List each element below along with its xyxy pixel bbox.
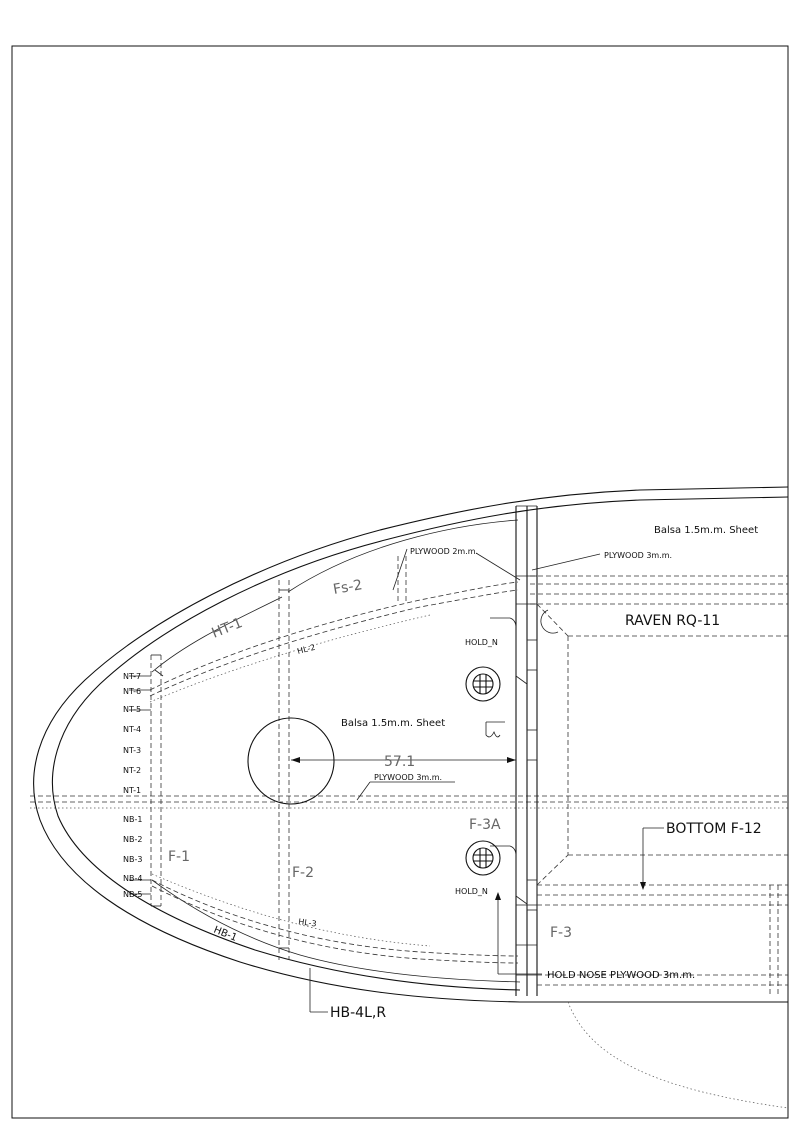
label-plywood-3mm-top: PLYWOOD 3m.m.: [604, 551, 672, 560]
label-hold-nose: HOLD NOSE PLYWOOD 3m.m.: [547, 970, 695, 981]
label-f3: F-3: [550, 925, 572, 941]
label-bottom-f12: BOTTOM F-12: [666, 821, 762, 837]
former-f2: [278, 580, 290, 960]
label-balsa-mid: Balsa 1.5m.m. Sheet: [341, 718, 445, 729]
hold-bolt-top: [465, 666, 501, 702]
label-fs2: Fs-2: [332, 577, 364, 598]
station-label: NT-5: [123, 705, 141, 714]
label-f1: F-1: [168, 849, 190, 865]
label-plywood-3mm-mid: PLYWOOD 3m.m.: [374, 773, 442, 782]
label-hl3: HL-3: [298, 917, 317, 928]
label-plywood-2mm: PLYWOOD 2m.m.: [410, 547, 478, 556]
lower-fairing-curve: [567, 1001, 789, 1109]
station-label: NB-2: [123, 835, 142, 844]
hold-nose-brackets: [490, 617, 528, 905]
lightening-hole: [247, 717, 335, 805]
station-label: NB-4: [123, 874, 142, 883]
station-label: NT-6: [123, 687, 141, 696]
label-f3a: F-3A: [469, 817, 501, 833]
station-label: NT-7: [123, 672, 141, 681]
payload-bay: [536, 603, 788, 996]
label-hold-n-top: HOLD_N: [465, 638, 498, 647]
station-label: NT-1: [123, 786, 141, 795]
centerline-band: [30, 795, 788, 809]
label-ht1: HT-1: [210, 615, 245, 642]
hold-bolt-bottom: [465, 840, 501, 876]
outer-hull-outline: [33, 486, 789, 1003]
station-label: NT-4: [123, 725, 141, 734]
station-label: NT-3: [123, 746, 141, 755]
label-hl2: HL-2: [296, 643, 316, 656]
dimension-57-1: [291, 757, 516, 763]
label-hb1: HB-1: [212, 925, 239, 944]
inner-skin-lines: [151, 519, 521, 983]
label-hold-n-bottom: HOLD_N: [455, 887, 488, 896]
label-f2: F-2: [292, 865, 314, 881]
label-hb4: HB-4L,R: [330, 1005, 386, 1021]
leader-lines: [129, 548, 664, 1013]
former-f1: [150, 654, 162, 907]
station-label: NB-3: [123, 855, 142, 864]
drawing-frame: [11, 45, 789, 1119]
station-label: NB-5: [123, 890, 142, 899]
label-raven: RAVEN RQ-11: [625, 613, 720, 629]
former-fs2: [397, 556, 407, 604]
station-label: NB-1: [123, 815, 142, 824]
longeron-lines: [149, 575, 788, 964]
label-dimension: 57.1: [384, 754, 415, 770]
station-label: NT-2: [123, 766, 141, 775]
label-balsa-top: Balsa 1.5m.m. Sheet: [654, 525, 758, 536]
